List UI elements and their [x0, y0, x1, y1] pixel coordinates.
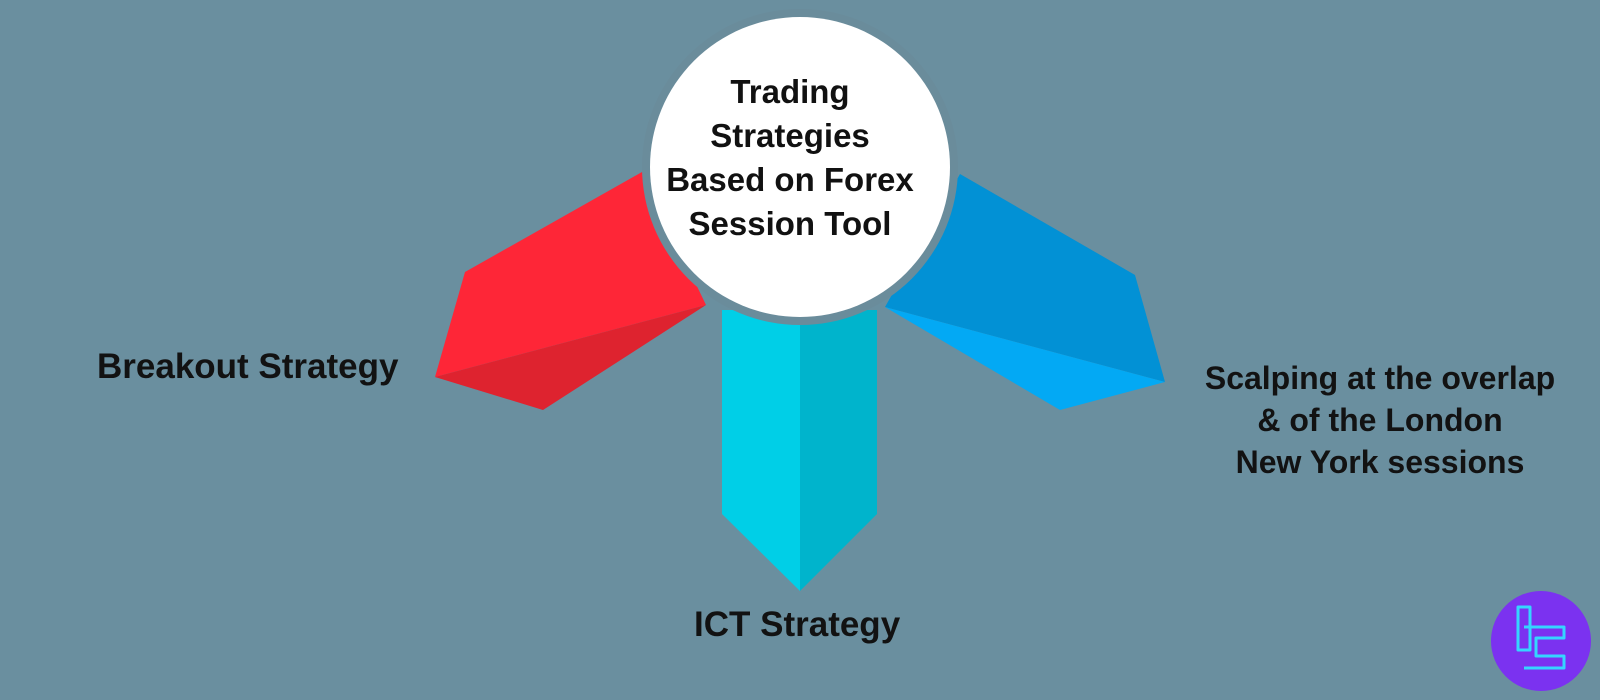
red-left-arrow	[435, 172, 706, 410]
tc-logo-icon	[1516, 605, 1566, 670]
cyan-down-arrow	[722, 310, 877, 591]
logo-badge	[1491, 591, 1591, 691]
red-arrow-top-face	[435, 172, 706, 377]
scalping-label-line-1: Scalping at the overlap	[1204, 360, 1556, 396]
red-arrow-bottom-face	[435, 305, 706, 410]
scalping-strategy-label: Scalping at the overlap & of the London …	[1190, 357, 1570, 483]
cyan-arrow-right-face	[800, 310, 877, 591]
center-title-line-4: Session Tool	[688, 205, 892, 242]
center-title-line-1: Trading	[730, 73, 850, 110]
blue-right-arrow	[885, 174, 1165, 410]
center-title: Trading Strategies Based on Forex Sessio…	[640, 70, 940, 246]
center-title-line-2: Strategies	[710, 117, 870, 154]
blue-arrow-top-face	[885, 174, 1165, 382]
center-title-line-3: Based on Forex	[666, 161, 914, 198]
scalping-label-line-3: New York sessions	[1235, 444, 1525, 480]
breakout-strategy-label: Breakout Strategy	[97, 347, 399, 386]
center-circle	[650, 17, 950, 317]
scalping-label-line-2: & of the London	[1257, 402, 1503, 438]
ict-strategy-label: ICT Strategy	[694, 605, 901, 644]
cyan-arrow-left-face	[722, 310, 800, 591]
brand-logo	[1491, 591, 1591, 691]
blue-arrow-bottom-face	[885, 307, 1165, 410]
